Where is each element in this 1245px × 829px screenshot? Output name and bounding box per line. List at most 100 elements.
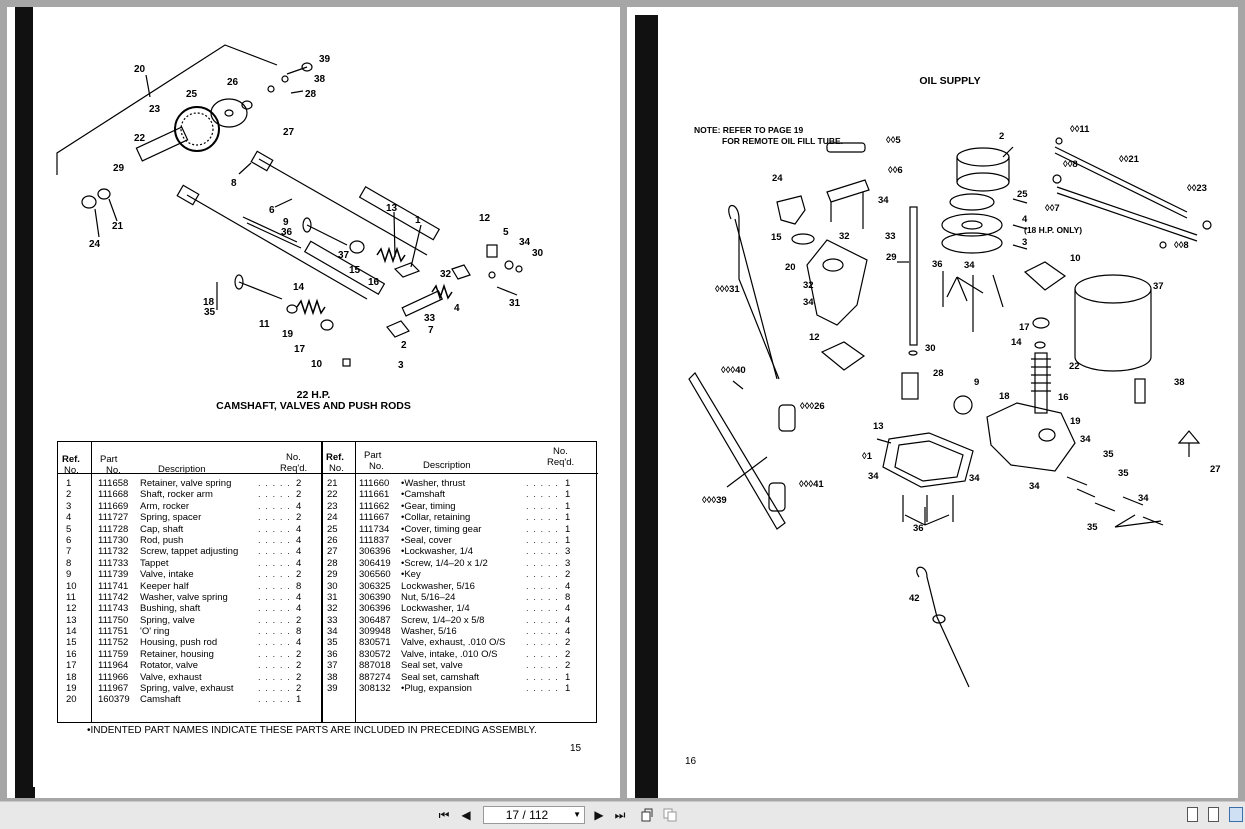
description-cell: •Gear, timing xyxy=(401,500,456,512)
chevron-down-icon[interactable]: ▼ xyxy=(573,810,581,819)
description-cell: Seal set, valve xyxy=(401,660,463,672)
callout-label: 22 xyxy=(1069,361,1080,372)
callout-label: 11 xyxy=(259,319,270,330)
callout-label: 19 xyxy=(282,329,294,340)
dot-leader: . . . . . . . . . . . . . . . . . . . . … xyxy=(526,489,560,501)
ref-cell: 18 xyxy=(66,671,77,683)
part-number-cell: 111728 xyxy=(98,523,129,535)
page-title-right: OIL SUPPLY xyxy=(919,75,981,87)
callout-label: 35 xyxy=(1118,468,1129,479)
page-number-text: 17 / 112 xyxy=(505,808,549,822)
part-number-cell: 306487 xyxy=(359,614,391,626)
callout-label: 33 xyxy=(424,313,436,324)
callout-label: 38 xyxy=(314,74,326,85)
next-page-button[interactable]: ▶ xyxy=(591,806,607,824)
single-page-view-icon[interactable] xyxy=(1187,807,1198,822)
callout-label: ◊◊21 xyxy=(1119,154,1139,165)
dot-leader: . . . . . . . . . . . . . . . . . . . . … xyxy=(526,523,560,535)
quantity-cell: 4 xyxy=(296,546,302,558)
rotate-view-button[interactable] xyxy=(639,806,655,824)
quantity-cell: 2 xyxy=(296,478,302,489)
ref-cell: 31 xyxy=(327,591,338,603)
next-page-icon: ▶ xyxy=(594,808,604,822)
callout-label: 29 xyxy=(113,163,125,174)
page-number-input[interactable]: 17 / 112 ▼ xyxy=(483,806,585,824)
part-number-cell: 111660 xyxy=(359,478,390,489)
part-number-cell: 111750 xyxy=(98,614,129,626)
footnote: •INDENTED PART NAMES INDICATE THESE PART… xyxy=(87,725,537,736)
quantity-cell: 8 xyxy=(565,591,571,603)
description-cell: •Lockwasher, 1/4 xyxy=(401,546,473,558)
callout-label: 21 xyxy=(112,221,124,232)
part-number-cell: 309948 xyxy=(359,626,391,638)
copy-view-button[interactable] xyxy=(662,806,678,824)
ref-cell: 24 xyxy=(327,512,338,524)
table-header-left: Ref. No. Part No. Description No. Req'd. xyxy=(58,442,321,476)
page-number-right: 16 xyxy=(685,756,697,767)
dot-leader: . . . . . . . . . . . . . . . . . . . . … xyxy=(526,648,560,660)
callout-label: ◊1 xyxy=(862,451,872,462)
quantity-cell: 2 xyxy=(296,648,302,660)
description-cell: Housing, push rod xyxy=(140,637,218,649)
dot-leader: . . . . . . . . . . . . . . . . . . . . … xyxy=(526,683,560,695)
callout-label: 25 xyxy=(1017,189,1028,200)
part-number-cell: 111668 xyxy=(98,489,129,501)
callout-label: 14 xyxy=(293,282,305,293)
previous-page-button[interactable]: ◀ xyxy=(458,806,474,824)
two-page-view-icon[interactable] xyxy=(1229,807,1243,822)
description-cell: Screw, 1/4–20 x 5/8 xyxy=(401,614,485,626)
quantity-cell: 1 xyxy=(565,478,571,489)
dot-leader: . . . . . . . . . . . . . . . . . . . . … xyxy=(526,478,560,489)
dot-leader: . . . . . . . . . . . . . . . . . . . . … xyxy=(526,546,560,558)
left-page: 22 H.P. CAMSHAFT, VALVES AND PUSH RODS R… xyxy=(7,7,620,798)
callout-label: 28 xyxy=(305,89,317,100)
ref-cell: 2 xyxy=(66,489,72,501)
callout-label: 35 xyxy=(1087,522,1098,533)
callout-label: 36 xyxy=(913,523,924,534)
dot-leader: . . . . . . . . . . . . . . . . . . . . … xyxy=(526,500,560,512)
dot-leader: . . . . . . . . . . . . . . . . . . . . … xyxy=(526,569,560,581)
part-number-cell: 111730 xyxy=(98,534,129,546)
ref-cell: 10 xyxy=(66,580,77,592)
dot-leader: . . . . . . . . . . . . . . . . . . . . … xyxy=(258,591,292,603)
callout-label: 34 xyxy=(803,297,814,308)
dot-leader: . . . . . . . . . . . . . . . . . . . . … xyxy=(526,591,560,603)
rotate-icon xyxy=(641,808,653,822)
callout-label: ◊◊◊31 xyxy=(715,284,740,295)
quantity-cell: 2 xyxy=(296,683,302,695)
quantity-cell: 4 xyxy=(565,626,571,638)
first-page-button[interactable]: ⏮ xyxy=(436,806,452,824)
part-number-cell: 111743 xyxy=(98,603,129,615)
part-number-cell: 830571 xyxy=(359,637,391,649)
last-page-button[interactable]: ⏭ xyxy=(612,806,628,824)
description-cell: •Cover, timing gear xyxy=(401,523,482,535)
ref-cell: 35 xyxy=(327,637,338,649)
ref-cell: 6 xyxy=(66,534,72,546)
scan-edge-left-2 xyxy=(635,15,658,798)
description-cell: Washer, valve spring xyxy=(140,591,228,603)
dot-leader: . . . . . . . . . . . . . . . . . . . . … xyxy=(526,512,560,524)
dot-leader: . . . . . . . . . . . . . . . . . . . . … xyxy=(258,489,292,501)
continuous-view-icon[interactable] xyxy=(1208,807,1219,822)
callout-label: 3 xyxy=(1022,237,1028,248)
ref-cell: 12 xyxy=(66,603,77,615)
callout-label: 4 xyxy=(454,303,460,314)
description-cell: Rotator, valve xyxy=(140,660,199,672)
callout-label: 4 xyxy=(1022,214,1028,225)
ref-cell: 20 xyxy=(66,694,77,706)
part-number-cell: 111967 xyxy=(98,683,129,695)
ref-cell: 28 xyxy=(327,557,338,569)
callout-label: 36 xyxy=(281,227,293,238)
